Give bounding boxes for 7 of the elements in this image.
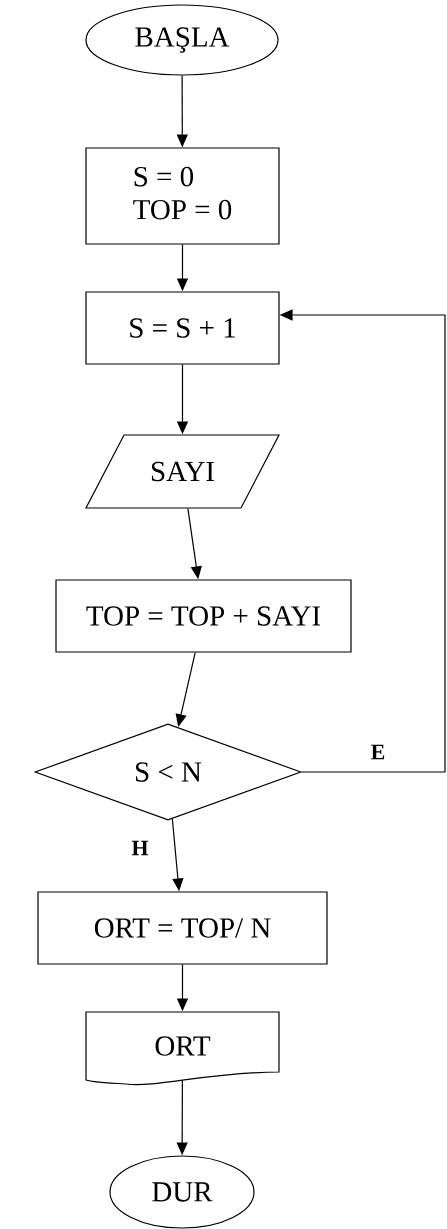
edge-label: H	[130, 839, 150, 857]
process-box: S = 0 TOP = 0	[85, 147, 280, 245]
process-box: TOP = TOP + SAYI	[55, 579, 352, 653]
input-parallelogram: SAYI	[85, 434, 280, 509]
process-box: S = S + 1	[85, 291, 280, 365]
process-box: ORT = TOP/ N	[37, 891, 328, 965]
edge-label: E	[369, 743, 387, 761]
